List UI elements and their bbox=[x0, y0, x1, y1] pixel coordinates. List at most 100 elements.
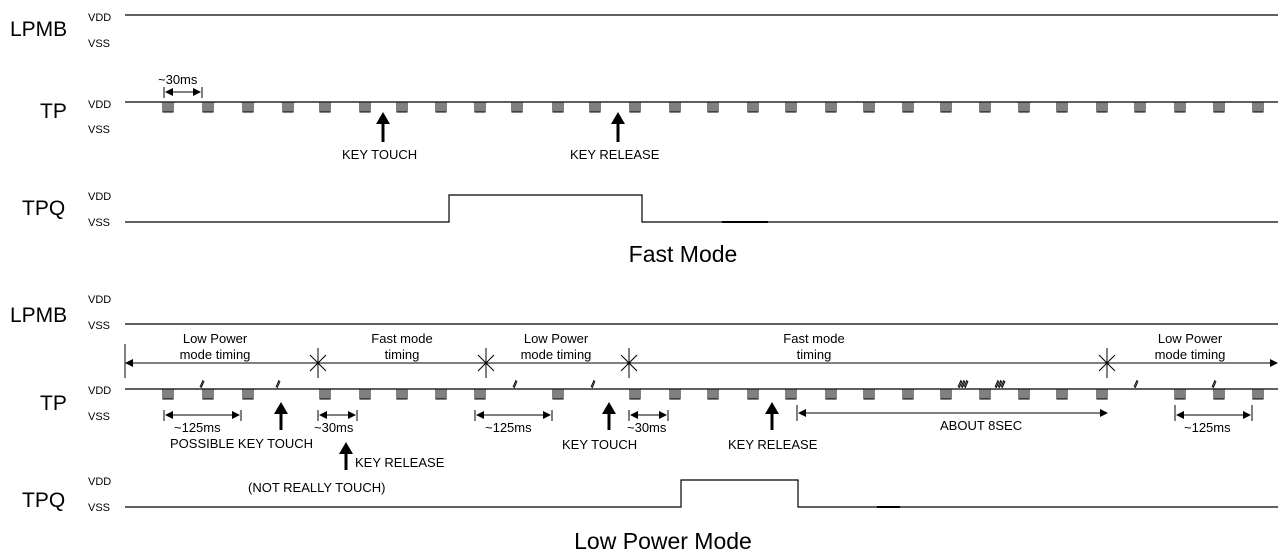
tp-pulse bbox=[435, 388, 447, 400]
tp-pulse bbox=[747, 388, 759, 400]
tp-pulse bbox=[1056, 388, 1068, 400]
key-release-label: KEY RELEASE bbox=[355, 455, 445, 470]
tp-pulse bbox=[785, 388, 797, 400]
break-mark bbox=[1133, 379, 1139, 389]
tp-pulse bbox=[1252, 388, 1264, 400]
tp-pulse bbox=[242, 101, 254, 113]
key-release-arrow bbox=[611, 112, 625, 142]
tp-pulse bbox=[979, 388, 991, 400]
tp-pulse bbox=[396, 101, 408, 113]
tp-pulse bbox=[669, 101, 681, 113]
break-mark bbox=[275, 379, 281, 389]
key-release-label: KEY RELEASE bbox=[570, 147, 660, 162]
segment-boundary-mark bbox=[477, 348, 495, 378]
tp-signal-label: TP bbox=[40, 100, 67, 123]
break-mark bbox=[590, 379, 596, 389]
segment-boundary-mark bbox=[1098, 348, 1116, 378]
tp-pulse bbox=[1213, 388, 1225, 400]
tp-pulse-train bbox=[162, 379, 1264, 400]
period-label: ~30ms bbox=[627, 420, 667, 435]
segment-arrowhead bbox=[1270, 359, 1278, 367]
segment-boundaries bbox=[309, 348, 1116, 378]
segment-boundary-mark bbox=[620, 348, 638, 378]
key-touch-label: KEY TOUCH bbox=[562, 437, 637, 452]
vdd-label: VDD bbox=[88, 476, 111, 488]
tp-pulse bbox=[202, 388, 214, 400]
key-release-label: KEY RELEASE bbox=[728, 437, 818, 452]
key-touch-label: KEY TOUCH bbox=[342, 147, 417, 162]
segment-header: mode timing bbox=[180, 347, 251, 362]
vdd-label: VDD bbox=[88, 191, 111, 203]
tp-pulse bbox=[1252, 101, 1264, 113]
period-label: ~30ms bbox=[158, 72, 198, 87]
tp-pulse bbox=[511, 101, 523, 113]
tpq-signal-label: TPQ bbox=[22, 489, 65, 512]
tp-pulse bbox=[825, 101, 837, 113]
tp-pulse bbox=[396, 388, 408, 400]
tp-pulse bbox=[202, 101, 214, 113]
tp-pulse bbox=[979, 101, 991, 113]
segment-header: timing bbox=[797, 347, 832, 362]
tp-pulse bbox=[474, 101, 486, 113]
tp-pulse bbox=[319, 388, 331, 400]
tp-pulse bbox=[629, 388, 641, 400]
period-dimension bbox=[474, 410, 553, 421]
tp-pulse bbox=[1134, 101, 1146, 113]
tp-pulse-train bbox=[162, 101, 1264, 113]
tp-pulse bbox=[940, 388, 952, 400]
tp-pulse bbox=[1056, 101, 1068, 113]
segment-header: mode timing bbox=[1155, 347, 1226, 362]
segment-header: timing bbox=[385, 347, 420, 362]
break-mark bbox=[957, 379, 969, 389]
key-touch-arrow bbox=[602, 402, 616, 430]
tp-pulse bbox=[785, 101, 797, 113]
segment-boundary-mark bbox=[309, 348, 327, 378]
period-label: ~125ms bbox=[485, 420, 532, 435]
tp-pulse bbox=[1018, 101, 1030, 113]
key-release-arrow bbox=[339, 442, 353, 470]
period-label: ~125ms bbox=[1184, 420, 1231, 435]
tp-pulse bbox=[940, 101, 952, 113]
tp-pulse bbox=[552, 388, 564, 400]
low-power-mode-section: LPMB VDD VSS Low Power mode timing Fast … bbox=[10, 294, 1278, 554]
segment-header: Low Power bbox=[183, 331, 248, 346]
period-dimension bbox=[628, 410, 669, 421]
tp-pulse bbox=[435, 101, 447, 113]
about-dimension bbox=[796, 405, 1108, 421]
tp-pulse bbox=[162, 101, 174, 113]
segment-header: mode timing bbox=[521, 347, 592, 362]
tpq-waveform bbox=[125, 194, 1278, 223]
tp-pulse bbox=[863, 101, 875, 113]
key-touch-arrow bbox=[376, 112, 390, 142]
period-label: ~30ms bbox=[314, 420, 354, 435]
tp-signal-label: TP bbox=[40, 392, 67, 415]
vdd-label: VDD bbox=[88, 12, 111, 24]
tp-pulse bbox=[242, 388, 254, 400]
vss-label: VSS bbox=[88, 502, 110, 514]
vdd-label: VDD bbox=[88, 385, 111, 397]
tp-pulse bbox=[474, 388, 486, 400]
lpmb-signal-label: LPMB bbox=[10, 304, 67, 327]
break-mark bbox=[994, 379, 1006, 389]
tp-pulse bbox=[1018, 388, 1030, 400]
segment-header: Fast mode bbox=[783, 331, 844, 346]
period-dimension bbox=[317, 410, 358, 421]
lpmb-signal-label: LPMB bbox=[10, 18, 67, 41]
tp-pulse bbox=[1174, 101, 1186, 113]
vss-label: VSS bbox=[88, 38, 110, 50]
segment-header: Low Power bbox=[1158, 331, 1223, 346]
low-power-mode-title: Low Power Mode bbox=[574, 528, 752, 554]
tpq-signal-label: TPQ bbox=[22, 197, 65, 220]
tp-pulse bbox=[1213, 101, 1225, 113]
tp-pulse bbox=[162, 388, 174, 400]
vdd-label: VDD bbox=[88, 99, 111, 111]
tp-pulse bbox=[319, 101, 331, 113]
possible-key-touch-arrow bbox=[274, 402, 288, 430]
segment-arrowhead bbox=[125, 359, 133, 367]
break-mark bbox=[199, 379, 205, 389]
tp-pulse bbox=[282, 101, 294, 113]
vss-label: VSS bbox=[88, 320, 110, 332]
tp-pulse bbox=[825, 388, 837, 400]
tp-pulse bbox=[359, 388, 371, 400]
